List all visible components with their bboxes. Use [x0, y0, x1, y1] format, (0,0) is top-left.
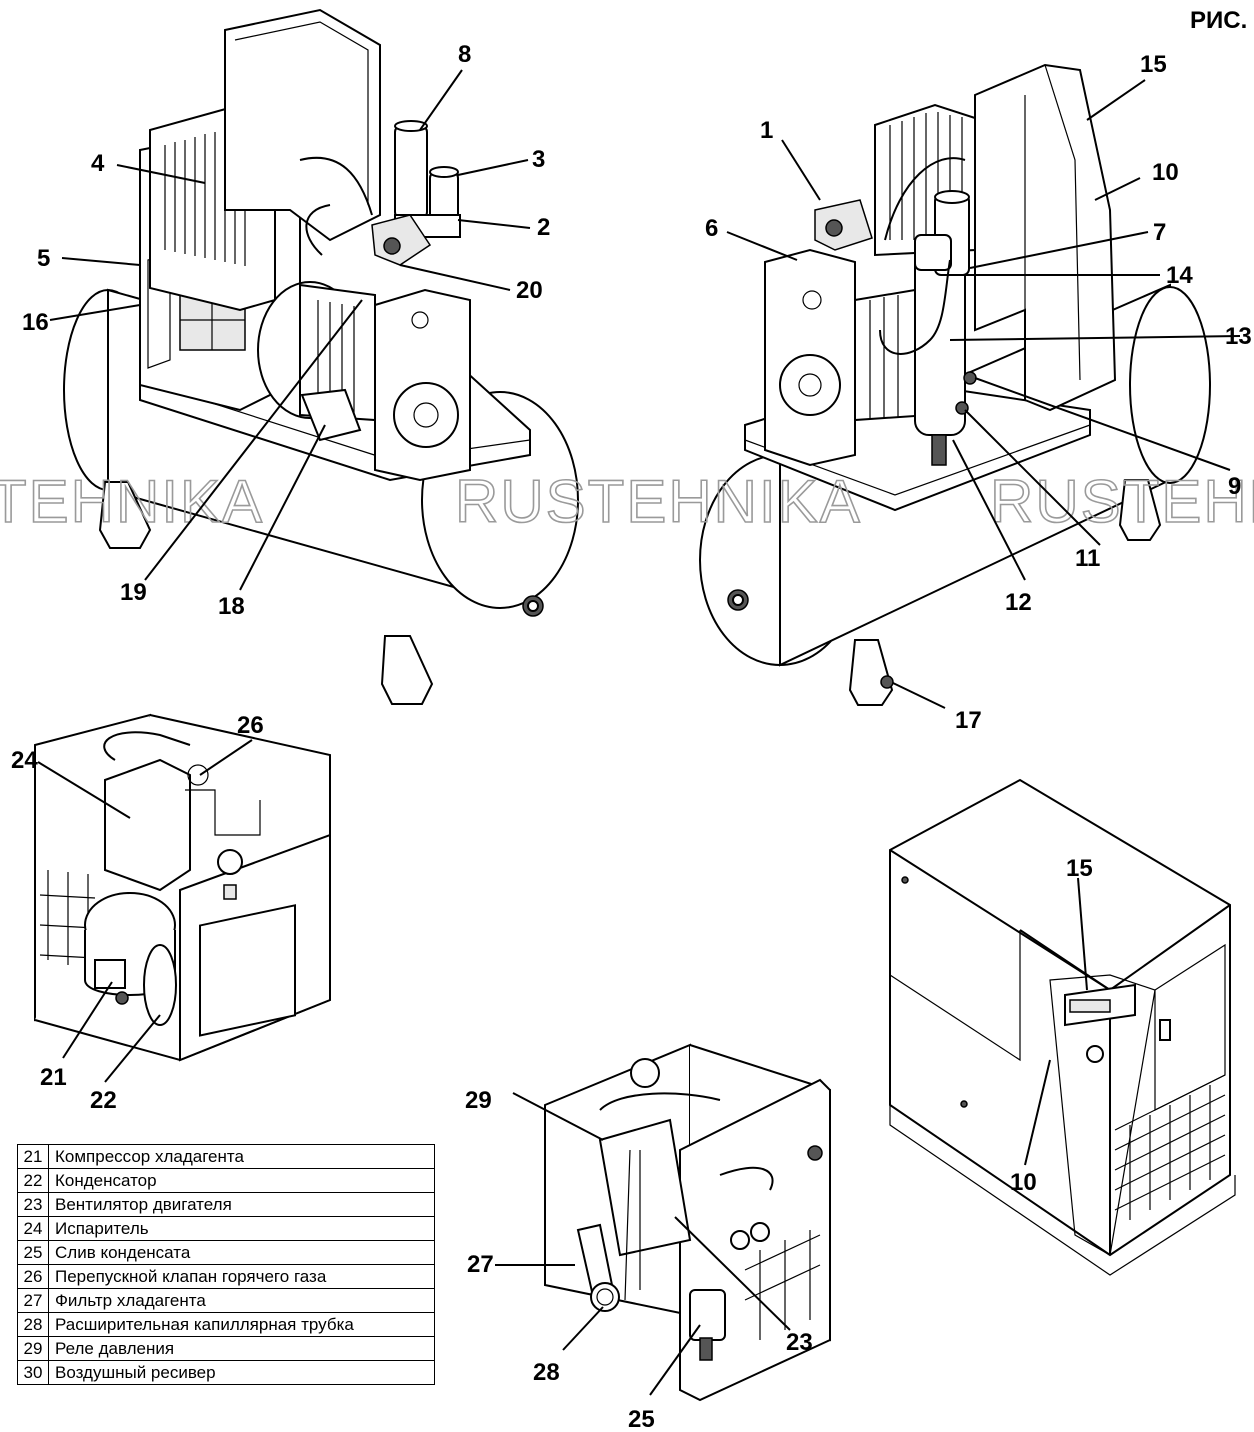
callout-12: 12 [1005, 589, 1032, 616]
compressor-left-illustration [63, 8, 579, 705]
legend-number: 21 [17, 1144, 49, 1169]
leader-lines [37, 69, 1241, 1396]
callout-3: 3 [532, 146, 545, 173]
legend-label: Слив конденсата [48, 1240, 435, 1265]
legend-label: Реле давления [48, 1336, 435, 1361]
callout-24: 24 [11, 747, 38, 774]
watermark-center: RUSTEHNIKA [455, 468, 862, 535]
dryer-unit-illustration [34, 713, 331, 1062]
callout-5: 5 [37, 245, 50, 272]
legend-number: 23 [17, 1192, 49, 1217]
legend-label: Фильтр хладагента [48, 1288, 435, 1313]
legend-label: Конденсатор [48, 1168, 435, 1193]
callout-11: 11 [1075, 545, 1100, 572]
callout-28: 28 [533, 1359, 560, 1386]
callout-4: 4 [91, 150, 105, 177]
legend-number: 26 [17, 1264, 49, 1289]
figure-title: РИС. [1190, 7, 1247, 34]
callout-13: 13 [1225, 323, 1252, 350]
callout-17: 17 [955, 707, 982, 734]
callout-26: 26 [237, 712, 264, 739]
callout-20: 20 [516, 277, 543, 304]
callout-16: 16 [22, 309, 49, 336]
callout-22: 22 [90, 1087, 117, 1114]
callout-8: 8 [458, 41, 471, 68]
watermark: TEHNIKA RUSTEHNIKA RUSTEHN [0, 467, 1254, 536]
legend-number: 27 [17, 1288, 49, 1313]
legend-label: Испаритель [48, 1216, 435, 1241]
compressor-right-illustration [699, 63, 1211, 706]
callout-numbers: 8 3 2 4 5 16 20 19 18 1 6 7 14 13 9 11 1… [11, 41, 1252, 1432]
callout-2: 2 [537, 214, 550, 241]
callout-18: 18 [218, 593, 245, 620]
legend-number: 25 [17, 1240, 49, 1265]
legend-number: 24 [17, 1216, 49, 1241]
callout-6: 6 [705, 215, 718, 242]
legend-number: 22 [17, 1168, 49, 1193]
callout-25: 25 [628, 1406, 655, 1432]
legend-label: Воздушный ресивер [48, 1360, 435, 1385]
callout-21: 21 [40, 1064, 67, 1091]
watermark-left: TEHNIKA [0, 468, 264, 535]
callout-19: 19 [120, 579, 147, 606]
callout-10-top: 10 [1152, 159, 1179, 186]
callout-15-bottom: 15 [1066, 855, 1093, 882]
legend-label: Расширительная капиллярная трубка [48, 1312, 435, 1337]
callout-15-top: 15 [1140, 51, 1167, 78]
legend-number: 28 [17, 1312, 49, 1337]
callout-1: 1 [760, 117, 773, 144]
legend-number: 30 [17, 1360, 49, 1385]
callout-9: 9 [1228, 473, 1241, 500]
callout-7: 7 [1153, 219, 1166, 246]
callout-27: 27 [467, 1251, 494, 1278]
enclosed-compressor-illustration [889, 778, 1236, 1276]
callout-14: 14 [1166, 262, 1193, 289]
callout-23: 23 [786, 1329, 813, 1356]
legend-number: 29 [17, 1336, 49, 1361]
legend-label: Компрессор хладагента [48, 1144, 435, 1169]
watermark-right: RUSTEHN [990, 468, 1254, 535]
callout-29: 29 [465, 1087, 492, 1114]
legend-label: Перепускной клапан горячего газа [48, 1264, 435, 1289]
callout-10-bottom: 10 [1010, 1169, 1037, 1196]
legend-label: Вентилятор двигателя [48, 1192, 435, 1217]
